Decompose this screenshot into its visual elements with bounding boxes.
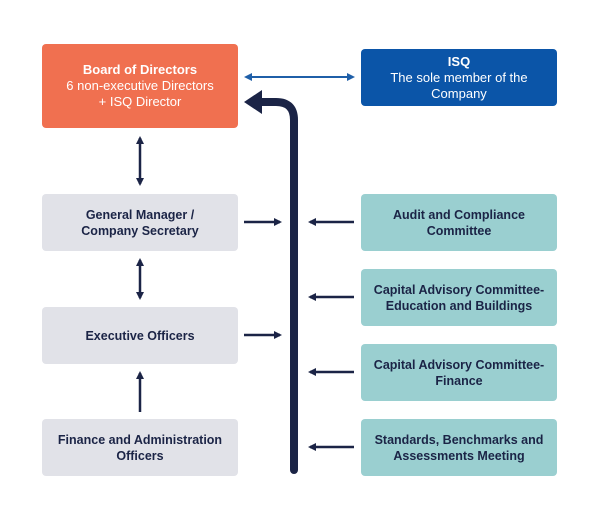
board-title: Board of Directors — [82, 62, 198, 77]
audit-committee-label-line1: Audit and Compliance — [393, 207, 525, 222]
standards-benchmarks-box: Standards, Benchmarks and Assessments Me… — [361, 419, 557, 476]
spine-arrowhead — [244, 90, 262, 114]
isq-title: ISQ — [447, 53, 471, 69]
finance-admin-label-line2: Officers — [116, 448, 164, 463]
standards-label-line2: Assessments Meeting — [393, 448, 525, 463]
standards-label-line1: Standards, Benchmarks and — [374, 432, 544, 447]
general-manager-box: General Manager / Company Secretary — [42, 194, 238, 251]
board-isq-director-line: + ISQ Director — [98, 94, 182, 109]
capital-finance-label-line2: Finance — [435, 373, 483, 388]
audit-compliance-committee-box: Audit and Compliance Committee — [361, 194, 557, 251]
capital-education-label-line2: Education and Buildings — [385, 298, 533, 313]
capital-education-label-line1: Capital Advisory Committee- — [373, 282, 545, 297]
finance-admin-label-line1: Finance and Administration — [57, 432, 223, 447]
board-of-directors-box: Board of Directors 6 non-executive Direc… — [42, 44, 238, 128]
isq-description-line2: Company — [431, 85, 487, 101]
isq-description-line1: The sole member of the — [390, 69, 528, 85]
capital-finance-label-line1: Capital Advisory Committee- — [373, 357, 545, 372]
finance-admin-officers-box: Finance and Administration Officers — [42, 419, 238, 476]
general-manager-label: General Manager / — [85, 207, 195, 222]
executive-officers-label: Executive Officers — [85, 328, 195, 343]
executive-officers-box: Executive Officers — [42, 307, 238, 364]
capital-advisory-education-box: Capital Advisory Committee- Education an… — [361, 269, 557, 326]
capital-advisory-finance-box: Capital Advisory Committee- Finance — [361, 344, 557, 401]
company-secretary-label: Company Secretary — [81, 223, 199, 238]
isq-box: ISQ The sole member of the Company — [361, 49, 557, 106]
board-composition-line: 6 non-executive Directors — [66, 78, 214, 93]
spine-arrow-to-board — [258, 98, 298, 474]
audit-committee-label-line2: Committee — [426, 223, 492, 238]
